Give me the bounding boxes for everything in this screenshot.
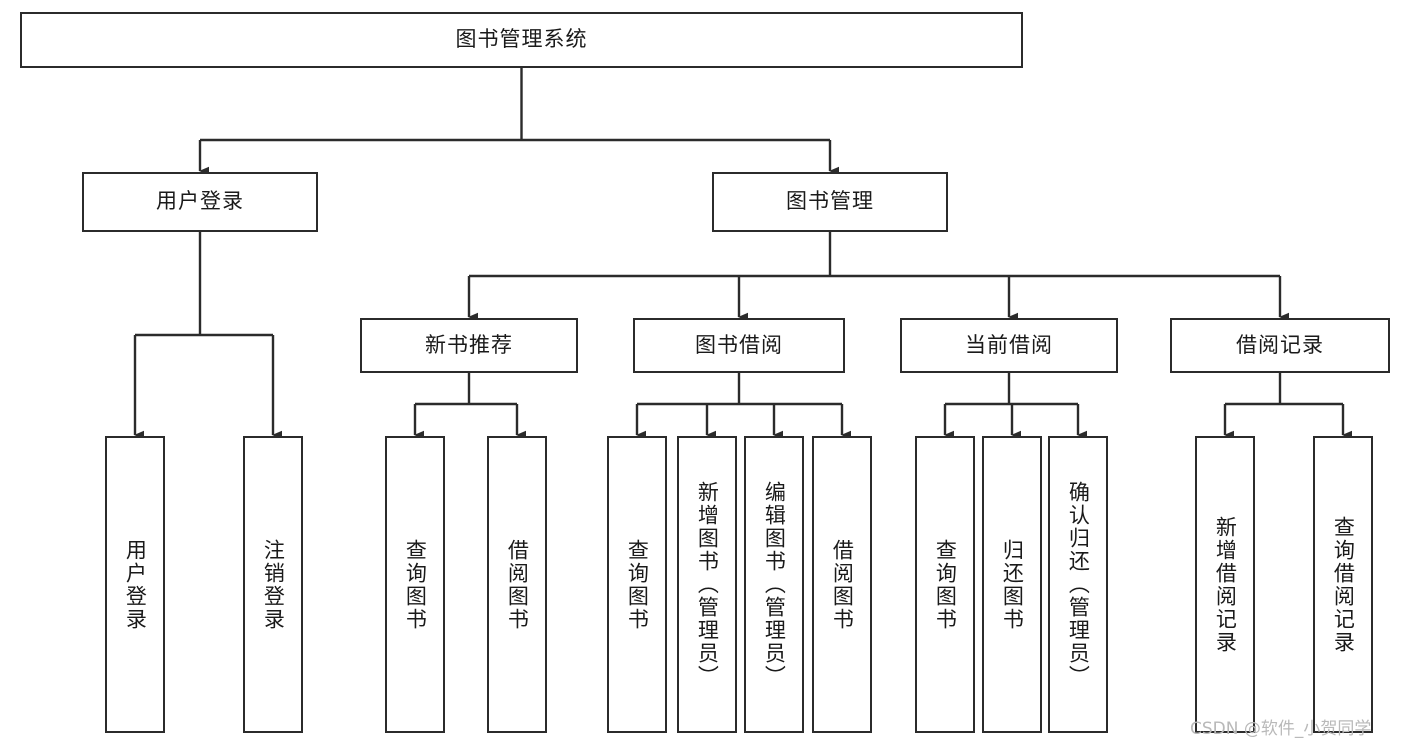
- node-current-borrow[interactable]: 当前借阅: [900, 318, 1118, 373]
- node-leaf-borrow-book-1[interactable]: 借阅图书: [487, 436, 547, 733]
- node-leaf-borrow-book-2[interactable]: 借阅图书: [812, 436, 872, 733]
- node-root[interactable]: 图书管理系统: [20, 12, 1023, 68]
- node-leaf-query-borrow-record[interactable]: 查询借阅记录: [1313, 436, 1373, 733]
- node-label: 借阅图书: [505, 538, 530, 631]
- node-leaf-return-book[interactable]: 归还图书: [982, 436, 1042, 733]
- node-label: 用户登录: [123, 538, 148, 631]
- node-borrow-record[interactable]: 借阅记录: [1170, 318, 1390, 373]
- node-label: 借阅记录: [1236, 332, 1324, 357]
- node-label: 图书管理系统: [455, 27, 588, 52]
- node-leaf-query-book-1[interactable]: 查询图书: [385, 436, 445, 733]
- node-leaf-add-borrow-record[interactable]: 新增借阅记录: [1195, 436, 1255, 733]
- node-label: 新书推荐: [425, 332, 513, 357]
- node-label: 查询借阅记录: [1331, 515, 1356, 654]
- node-new-book-recommend[interactable]: 新书推荐: [360, 318, 578, 373]
- node-label: 查询图书: [403, 538, 428, 631]
- node-leaf-confirm-return-admin[interactable]: 确认归还（管理员）: [1048, 436, 1108, 733]
- node-label: 注销登录: [261, 538, 286, 631]
- node-leaf-query-book-2[interactable]: 查询图书: [607, 436, 667, 733]
- node-label: 新增借阅记录: [1213, 515, 1238, 654]
- node-book-management[interactable]: 图书管理: [712, 172, 948, 232]
- node-user-login[interactable]: 用户登录: [82, 172, 318, 232]
- node-label: 查询图书: [933, 538, 958, 631]
- node-book-borrow[interactable]: 图书借阅: [633, 318, 845, 373]
- node-label: 用户登录: [156, 189, 244, 214]
- node-label: 当前借阅: [965, 332, 1053, 357]
- node-label: 确认归还（管理员）: [1066, 481, 1091, 688]
- node-leaf-query-book-3[interactable]: 查询图书: [915, 436, 975, 733]
- node-leaf-user-logout[interactable]: 注销登录: [243, 436, 303, 733]
- node-label: 借阅图书: [830, 538, 855, 631]
- node-label: 图书借阅: [695, 332, 783, 357]
- edges-group: [133, 68, 1352, 440]
- node-leaf-edit-book-admin[interactable]: 编辑图书（管理员）: [744, 436, 804, 733]
- node-leaf-user-login[interactable]: 用户登录: [105, 436, 165, 733]
- csdn-watermark: CSDN @软件_小贺同学: [1190, 719, 1372, 739]
- node-label: 查询图书: [625, 538, 650, 631]
- node-label: 新增图书（管理员）: [695, 481, 720, 688]
- node-label: 图书管理: [786, 189, 874, 214]
- node-label: 归还图书: [1000, 538, 1025, 631]
- node-label: 编辑图书（管理员）: [762, 481, 787, 688]
- node-leaf-add-book-admin[interactable]: 新增图书（管理员）: [677, 436, 737, 733]
